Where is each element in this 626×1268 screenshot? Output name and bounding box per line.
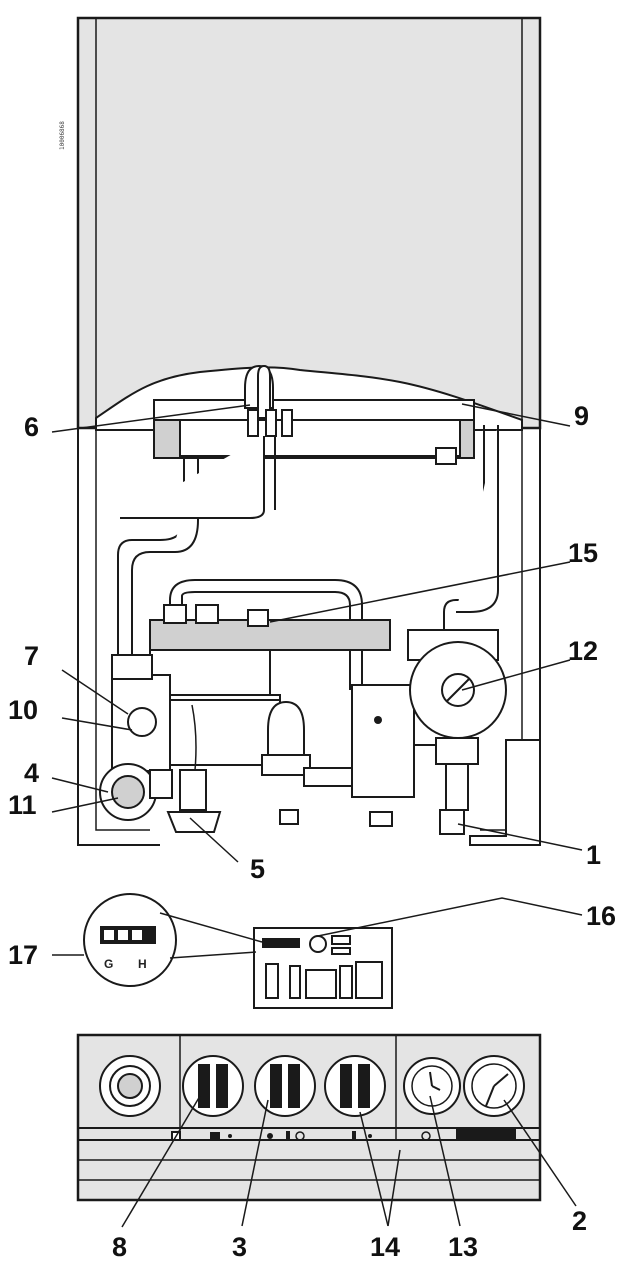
circulation-pump xyxy=(407,629,507,835)
boiler-casing: 10006868 xyxy=(59,16,542,846)
callout-2: 2 xyxy=(572,1206,587,1236)
mode-knob xyxy=(182,1055,244,1117)
main-switch-knob xyxy=(99,1055,161,1117)
burner-manifold xyxy=(153,364,475,465)
callout-6: 6 xyxy=(24,412,39,442)
callout-5: 5 xyxy=(250,854,265,884)
control-board xyxy=(253,927,393,1009)
gas-valve xyxy=(99,654,173,821)
callout-15: 15 xyxy=(568,538,598,568)
switch-label-left: G xyxy=(104,957,113,971)
callout-16: 16 xyxy=(586,901,616,931)
pressure-temperature-gauge xyxy=(463,1055,525,1117)
callout-labels: 6 9 15 7 12 10 4 11 5 1 16 17 2 8 3 14 1… xyxy=(8,401,616,1262)
callout-12: 12 xyxy=(568,636,598,666)
callout-9: 9 xyxy=(574,401,589,431)
callout-10: 10 xyxy=(8,695,38,725)
drain-bracket xyxy=(469,739,541,846)
callout-8: 8 xyxy=(112,1232,127,1262)
callout-3: 3 xyxy=(232,1232,247,1262)
callout-11: 11 xyxy=(8,790,37,820)
diverter-valve xyxy=(261,700,359,825)
callout-17: 17 xyxy=(8,940,38,970)
callout-1: 1 xyxy=(586,840,601,870)
switch-label-right: H xyxy=(138,957,147,971)
hot-water-temperature-knob xyxy=(324,1055,386,1117)
leader-lines xyxy=(51,403,583,1228)
callout-13: 13 xyxy=(448,1232,478,1262)
timer-dial xyxy=(403,1057,461,1115)
control-fascia xyxy=(76,1033,542,1202)
switch-magnifier: G H xyxy=(83,893,263,987)
vertical-code: 10006868 xyxy=(59,121,66,150)
overheat-box xyxy=(351,684,450,827)
callout-7: 7 xyxy=(24,641,39,671)
callout-4: 4 xyxy=(24,758,39,788)
callout-14: 14 xyxy=(370,1232,400,1262)
heating-temperature-knob xyxy=(254,1055,316,1117)
